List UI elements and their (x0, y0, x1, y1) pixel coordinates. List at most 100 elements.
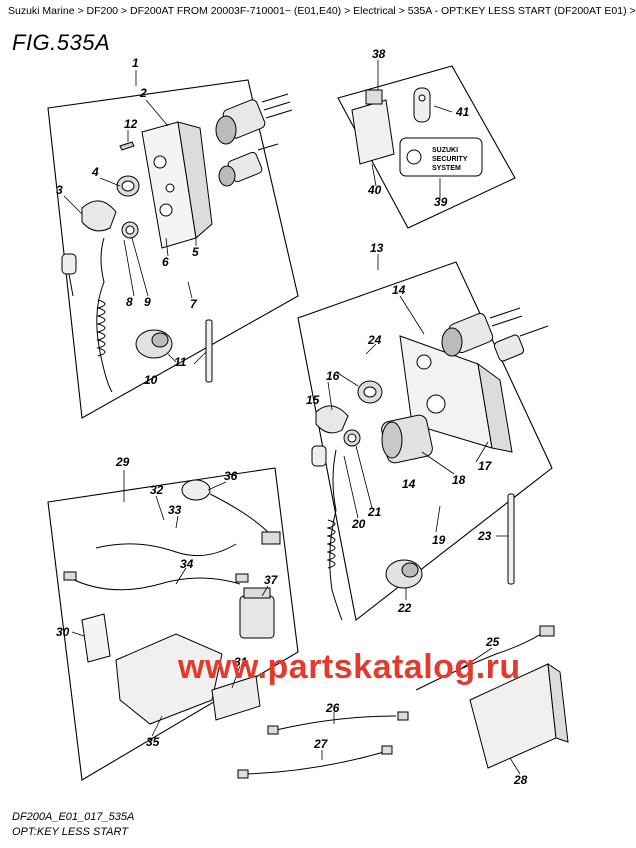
callout-36[interactable]: 36 (224, 469, 238, 483)
callout-28[interactable]: 28 (513, 773, 528, 787)
security-system-label: SUZUKI SECURITY SYSTEM (432, 147, 468, 172)
part-label-39 (399, 137, 483, 177)
security-label-line3: SYSTEM (432, 165, 461, 172)
part-harness-25 (415, 625, 555, 691)
part-cable-tie-23 (507, 493, 515, 585)
callout-30[interactable]: 30 (56, 625, 70, 639)
part-harness-27 (237, 745, 393, 779)
part-ignition-switch (215, 93, 293, 145)
part-bracket-35 (115, 633, 223, 725)
group-box-29 (47, 467, 299, 781)
breadcrumb: Suzuki Marine > DF200 > DF200AT FROM 200… (8, 5, 636, 17)
part-fuse-31 (211, 675, 261, 721)
callout-10[interactable]: 10 (144, 373, 158, 387)
callout-4[interactable]: 4 (91, 165, 99, 179)
callout-14-b[interactable]: 14 (402, 477, 416, 491)
breadcrumb-separator: > (395, 5, 408, 17)
callout-13[interactable]: 13 (370, 241, 384, 255)
callout-25[interactable]: 25 (485, 635, 500, 649)
part-harness-26 (267, 711, 409, 735)
watermark: www.partskatalog.ru (178, 648, 521, 686)
part-cap-10 (135, 329, 173, 359)
part-cap-22 (385, 559, 423, 589)
part-nut-ring (116, 175, 140, 239)
callout-14-a[interactable]: 14 (392, 283, 406, 297)
callout-2[interactable]: 2 (139, 86, 147, 100)
callout-29[interactable]: 29 (115, 455, 130, 469)
callout-20[interactable]: 20 (351, 517, 366, 531)
callout-7[interactable]: 7 (190, 297, 198, 311)
part-nut-ring-2 (343, 380, 383, 447)
callout-24[interactable]: 24 (367, 333, 382, 347)
security-label-line2: SECURITY (432, 156, 468, 163)
part-screw-12 (119, 141, 135, 151)
callout-41[interactable]: 41 (455, 105, 470, 119)
part-module-40 (351, 89, 395, 165)
callout-31[interactable]: 31 (234, 655, 248, 669)
group-box-1 (47, 79, 299, 419)
callout-23[interactable]: 23 (477, 529, 492, 543)
part-knob-2 (315, 405, 349, 434)
callout-11[interactable]: 11 (174, 355, 187, 369)
group-box-38 (337, 65, 516, 229)
callout-33[interactable]: 33 (168, 503, 182, 517)
callout-17[interactable]: 17 (478, 459, 493, 473)
callout-26[interactable]: 26 (325, 701, 340, 715)
callout-27[interactable]: 27 (313, 737, 329, 751)
security-label-line1: SUZUKI (432, 147, 458, 154)
breadcrumb-item-electrical[interactable]: Electrical (353, 5, 396, 17)
part-ignition-switch-2 (441, 307, 523, 357)
part-relay-37 (239, 587, 275, 639)
group-box-13 (297, 261, 553, 621)
callout-19[interactable]: 19 (432, 533, 446, 547)
callout-9[interactable]: 9 (144, 295, 151, 309)
breadcrumb-item-model[interactable]: DF200AT FROM 20003F-710001~ (E01,E40) (129, 5, 342, 17)
callout-35[interactable]: 35 (146, 735, 160, 749)
part-harness-36 (181, 479, 281, 545)
part-cable-tie-11 (205, 319, 213, 383)
callout-16[interactable]: 16 (326, 369, 340, 383)
part-key-2 (311, 445, 327, 467)
part-stop-switch (218, 143, 279, 187)
part-controller-28 (469, 662, 569, 769)
part-knob (81, 200, 117, 232)
breadcrumb-trailing: > (626, 5, 636, 17)
breadcrumb-separator: > (118, 5, 130, 17)
callout-numbers: 1 2 3 4 5 6 7 8 9 10 11 12 13 14 14 15 1… (56, 47, 528, 787)
part-lanyard (96, 237, 113, 393)
leader-lines (63, 60, 521, 775)
part-key-fob-41 (413, 87, 431, 123)
callout-39[interactable]: 39 (434, 195, 448, 209)
callout-3[interactable]: 3 (56, 183, 63, 197)
callout-12[interactable]: 12 (124, 117, 138, 131)
parts-diagram: SUZUKI SECURITY SYSTEM 1 2 3 4 5 6 7 8 9… (47, 47, 569, 787)
part-start-button-18 (381, 414, 433, 464)
part-key (61, 253, 77, 297)
callout-6[interactable]: 6 (162, 255, 169, 269)
callout-22[interactable]: 22 (397, 601, 412, 615)
part-lanyard-2 (326, 449, 343, 621)
figure-code: DF200A_E01_017_535A (12, 811, 135, 823)
callout-5[interactable]: 5 (192, 245, 199, 259)
figure-title: FIG.535A (12, 30, 111, 55)
callout-38[interactable]: 38 (372, 47, 386, 61)
breadcrumb-separator: > (341, 5, 354, 17)
breadcrumb-item-suzuki-marine[interactable]: Suzuki Marine (8, 5, 75, 17)
callout-1[interactable]: 1 (132, 56, 139, 70)
callout-15[interactable]: 15 (306, 393, 320, 407)
callout-34[interactable]: 34 (180, 557, 194, 571)
part-stop-switch-2 (493, 325, 549, 362)
callout-40[interactable]: 40 (367, 183, 382, 197)
part-panel-plate (141, 121, 213, 249)
callout-8[interactable]: 8 (126, 295, 133, 309)
part-harness-34 (63, 543, 249, 591)
breadcrumb-item-current[interactable]: 535A - OPT:KEY LESS START (DF200AT E01) (407, 5, 627, 17)
callout-32[interactable]: 32 (150, 483, 164, 497)
breadcrumb-separator: > (74, 5, 87, 17)
breadcrumb-item-df200[interactable]: DF200 (86, 5, 119, 17)
callout-18[interactable]: 18 (452, 473, 466, 487)
figure-name: OPT:KEY LESS START (12, 826, 128, 838)
callout-37[interactable]: 37 (264, 573, 279, 587)
part-label-30 (81, 613, 111, 663)
callout-21[interactable]: 21 (367, 505, 382, 519)
